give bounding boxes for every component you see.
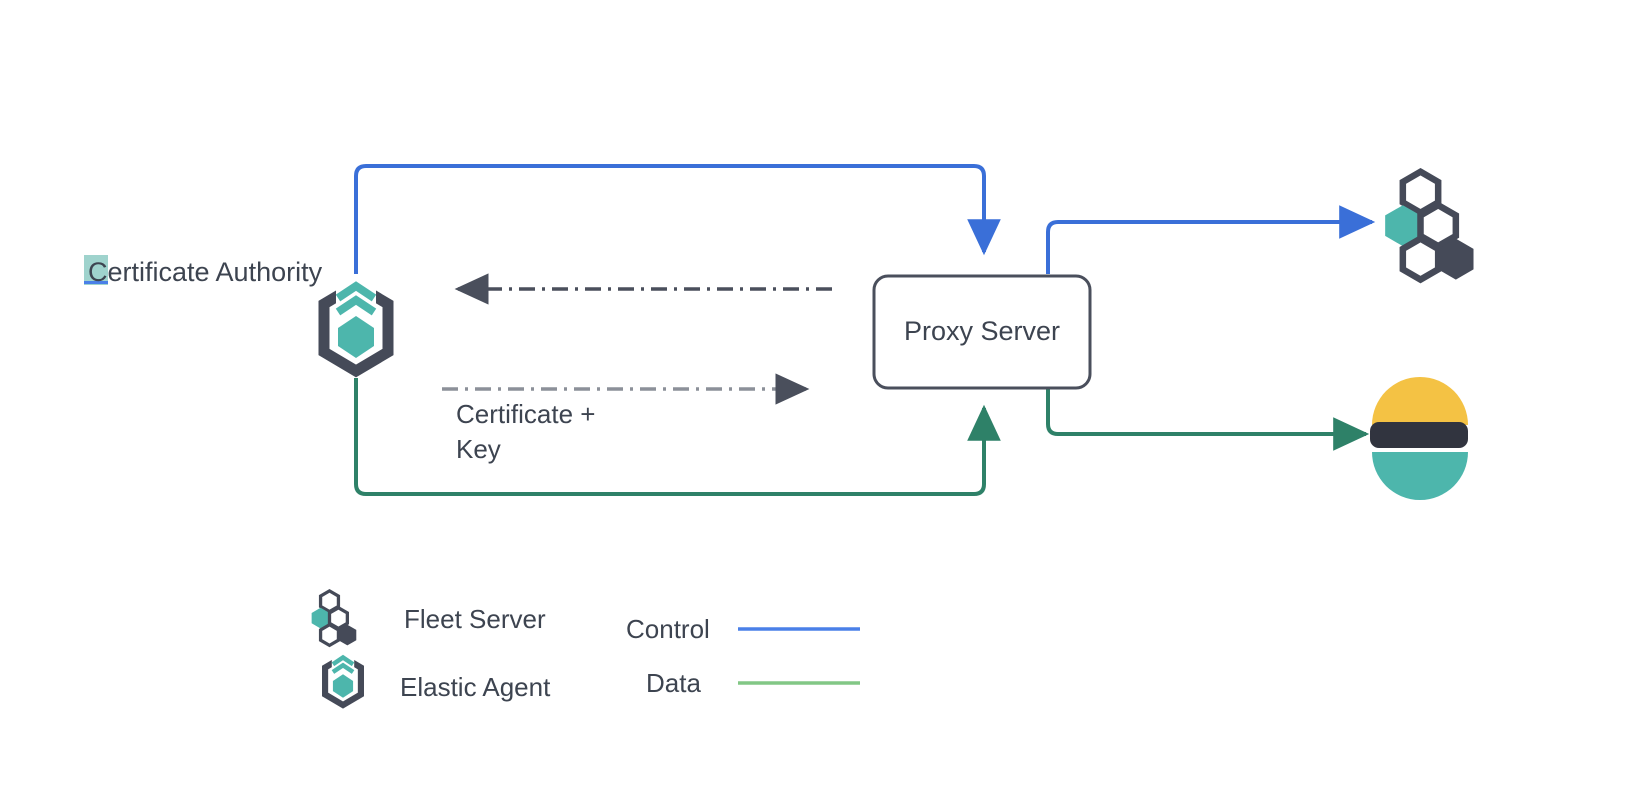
elasticsearch-yellow-arc: [1372, 377, 1468, 425]
legend-elastic-agent-icon: [325, 651, 361, 705]
proxy-server-node[interactable]: Proxy Server: [872, 274, 1092, 390]
certificate-authority-label: Certificate Authority: [88, 257, 323, 287]
certificate-key-edge-label: Certificate + Key: [456, 399, 595, 464]
certificate-authority-label-group: Certificate Authority: [84, 255, 323, 287]
proxy-server-label: Proxy Server: [904, 316, 1060, 346]
legend-fleet-server-icon: [309, 589, 358, 648]
fleet-server-icon: [1385, 172, 1473, 280]
elasticsearch-icon: [1370, 377, 1468, 500]
edge-proxy-to-fleet-control: [1046, 205, 1376, 274]
elasticsearch-dark-bar: [1370, 422, 1468, 448]
edge-proxy-to-elasticsearch-data: [1046, 386, 1370, 451]
certificate-authority-icon: [324, 274, 388, 371]
proxy-server-box[interactable]: [872, 274, 1092, 390]
selection-highlight: [84, 255, 108, 285]
selection-underline: [84, 281, 108, 284]
legend-fleet-server-label: Fleet Server: [404, 604, 546, 634]
edge-agent-to-proxy-data: [354, 378, 1001, 496]
certificate-key-line-2: Key: [456, 434, 501, 464]
elasticsearch-teal-arc: [1372, 452, 1468, 500]
edge-agent-to-proxy-control: [354, 164, 1001, 300]
legend-elastic-agent-label: Elastic Agent: [400, 672, 551, 702]
legend-control-label: Control: [626, 614, 710, 644]
legend-data-label: Data: [646, 668, 701, 698]
certificate-key-line-1: Certificate +: [456, 399, 595, 429]
